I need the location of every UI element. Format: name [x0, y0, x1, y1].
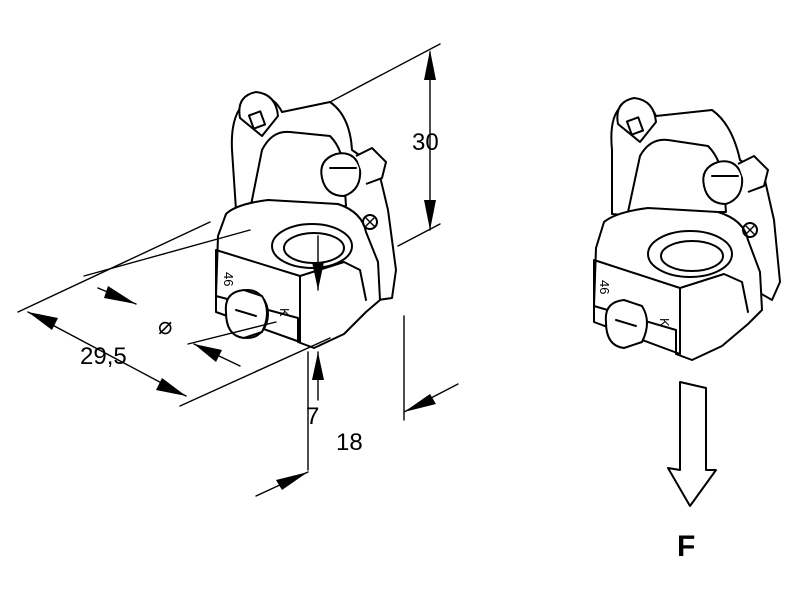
screw-slot [235, 309, 257, 317]
clamp2-eye [616, 97, 657, 143]
clamp2-part-number-mark: 46 [597, 280, 612, 294]
clamp-dimensioned: 46 K [215, 91, 397, 349]
dimension-depth [255, 315, 459, 497]
knob-collar [355, 147, 387, 185]
clamp2-part-letter-mark: K [657, 318, 672, 327]
dimension-gap [312, 235, 324, 401]
block-front-face [215, 249, 301, 343]
dimension-depth-label: 18 [336, 429, 363, 456]
eye-hole [247, 110, 267, 130]
part-number-mark: 46 [221, 272, 236, 286]
dimension-height [329, 43, 441, 247]
dimension-width-label: 29,5 [80, 343, 127, 370]
clamp-knob [320, 152, 362, 197]
dimension-diameter [83, 229, 277, 367]
clamp-top-plate [230, 95, 397, 301]
dimension-width [17, 221, 331, 407]
part-letter-mark: K [277, 308, 292, 317]
dimension-height-label: 30 [412, 129, 439, 156]
dimension-diameter-symbol: ⌀ [158, 313, 172, 340]
force-label: F [677, 530, 695, 563]
clamp-eye [238, 91, 279, 137]
nut-icon [362, 214, 378, 230]
clamp-loaded: 46 K [593, 97, 781, 361]
dimension-gap-label: 7 [306, 403, 319, 430]
force-arrow-icon [667, 381, 717, 507]
